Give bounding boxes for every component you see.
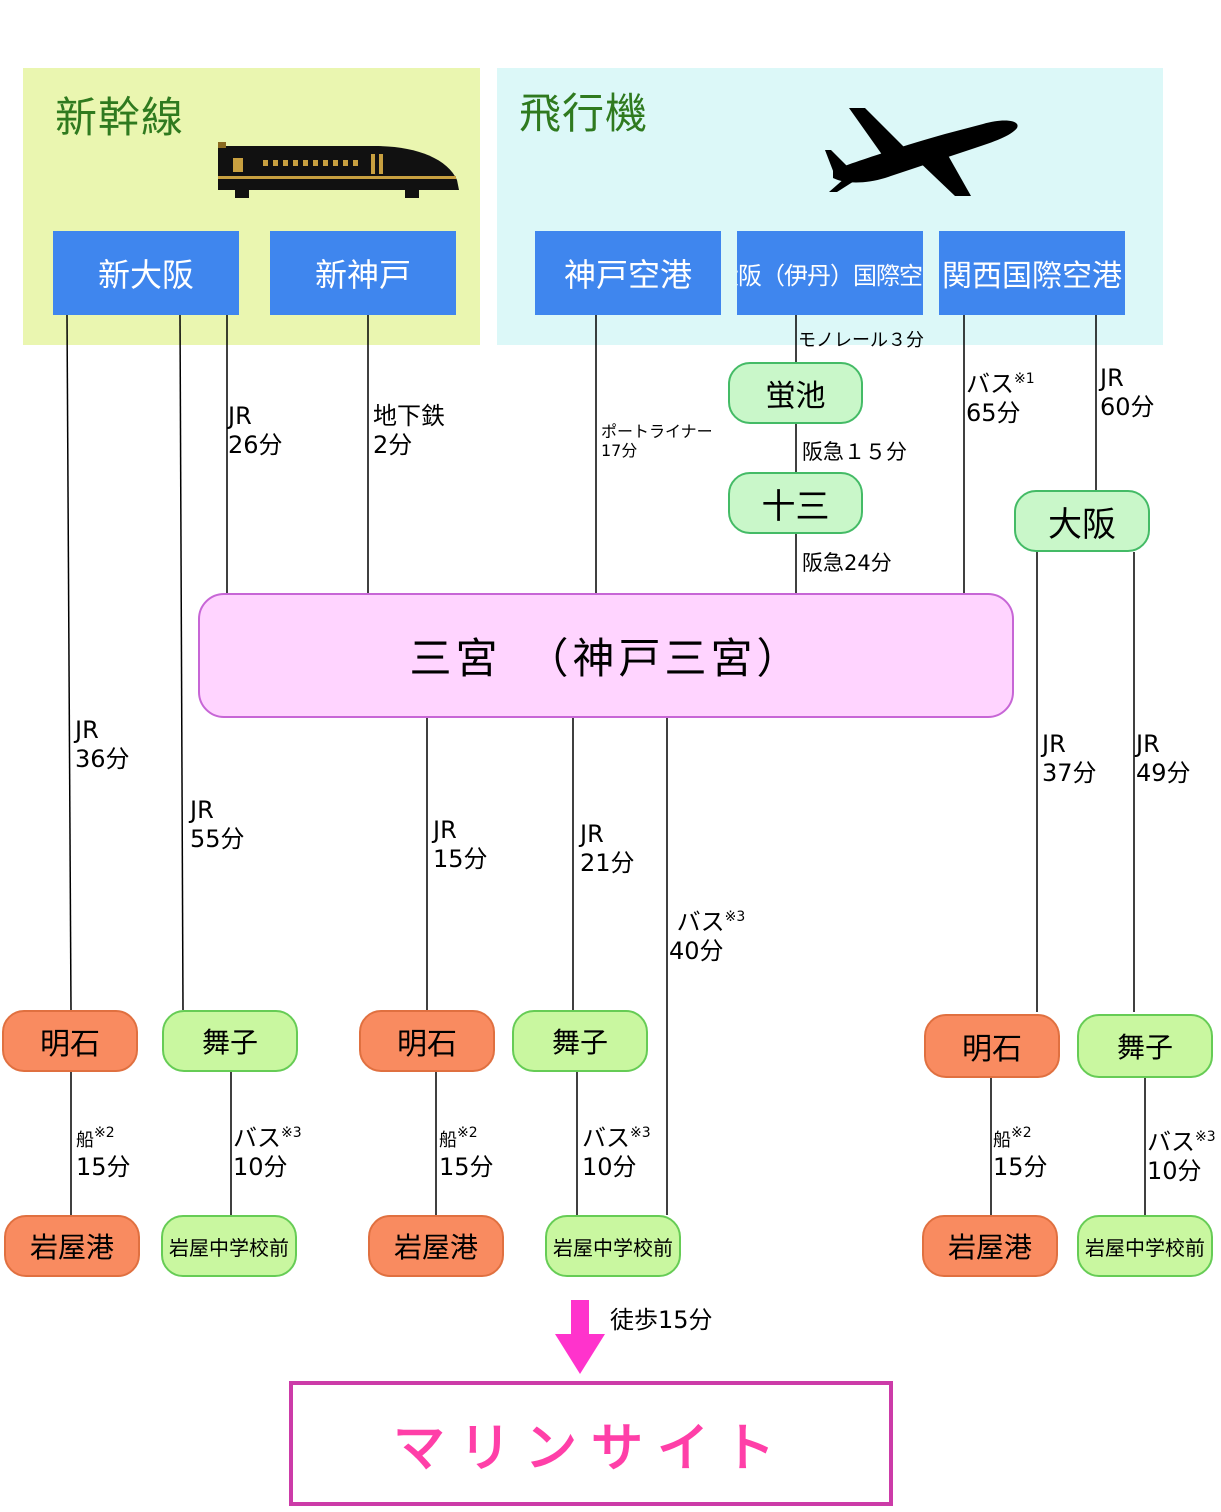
route-jr-55-time: 55分 — [190, 824, 245, 853]
route-ship-1: 船※2 15分 — [76, 1124, 131, 1182]
route-jr-21-time: 21分 — [580, 848, 635, 877]
route-jr-15-time: 15分 — [433, 844, 488, 873]
route-bus-10-1: バス※3 10分 — [233, 1124, 302, 1182]
route-ship-3-time: 15分 — [993, 1152, 1048, 1181]
airplane-panel: 飛行機 神戸空港 大阪（伊丹）国際空港 関西国際空港 — [497, 68, 1163, 345]
shinkansen-title: 新幹線 — [55, 93, 185, 142]
bullet-train-icon — [218, 142, 459, 198]
route-ship-3-note: ※2 — [1011, 1125, 1032, 1141]
route-bus-40: バス※3 40分 — [669, 908, 745, 966]
route-ship-2-mode: 船 — [439, 1130, 457, 1151]
route-bus-40-time: 40分 — [669, 936, 724, 965]
route-jr-49: JR 49分 — [1136, 730, 1191, 788]
route-bus-10-3-note: ※3 — [1195, 1129, 1216, 1145]
route-ship-2-time: 15分 — [439, 1152, 494, 1181]
route-jr-60-mode: JR — [1100, 364, 1124, 392]
route-jr-21-mode: JR — [580, 820, 604, 848]
down-arrow-icon — [555, 1300, 605, 1374]
stop-maiko-1[interactable]: 舞子 — [162, 1010, 298, 1072]
route-bus-40-note: ※3 — [724, 909, 746, 925]
stop-akashi-1[interactable]: 明石 — [2, 1010, 138, 1072]
route-jr-21: JR 21分 — [580, 820, 635, 878]
shinkansen-panel: 新幹線 新大阪 新神戸 — [23, 68, 480, 345]
route-ship-3: 船※2 15分 — [993, 1124, 1048, 1182]
station-shin-kobe[interactable]: 新神戸 — [270, 231, 456, 315]
route-ship-1-mode: 船 — [76, 1130, 94, 1151]
route-bus-10-3-mode: バス — [1147, 1128, 1195, 1156]
route-ship-3-mode: 船 — [993, 1130, 1011, 1151]
route-hankyu-15: 阪急１５分 — [802, 440, 907, 464]
route-jr-60: JR 60分 — [1100, 364, 1155, 422]
route-jr-60-time: 60分 — [1100, 392, 1155, 421]
route-portliner-time: 17分 — [601, 441, 638, 461]
route-bus-10-3: バス※3 10分 — [1147, 1128, 1216, 1186]
route-jr-36: JR 36分 — [75, 716, 130, 774]
stop-iwaya-port-2[interactable]: 岩屋港 — [368, 1215, 504, 1277]
station-shin-osaka[interactable]: 新大阪 — [53, 231, 239, 315]
stop-iwaya-school-2[interactable]: 岩屋中学校前 — [545, 1215, 681, 1277]
airplane-icon — [825, 108, 1018, 196]
route-subway-time: 2分 — [373, 430, 413, 459]
route-bus-10-2: バス※3 10分 — [582, 1124, 651, 1182]
station-osaka[interactable]: 大阪 — [1014, 490, 1150, 552]
stop-iwaya-port-1[interactable]: 岩屋港 — [4, 1215, 140, 1277]
route-bus-65: バス※1 65分 — [966, 370, 1035, 428]
route-ship-2: 船※2 15分 — [439, 1124, 494, 1182]
hub-sannomiya[interactable]: 三宮 （神戸三宮） — [198, 593, 1014, 718]
stop-iwaya-school-1[interactable]: 岩屋中学校前 — [161, 1215, 297, 1277]
stop-iwaya-port-3[interactable]: 岩屋港 — [922, 1215, 1058, 1277]
station-hotarugaike[interactable]: 蛍池 — [728, 362, 863, 424]
station-kansai-airport[interactable]: 関西国際空港 — [939, 231, 1125, 315]
route-walk: 徒歩15分 — [610, 1306, 713, 1334]
route-bus-10-1-note: ※3 — [281, 1125, 302, 1141]
route-jr-55-mode: JR — [190, 796, 214, 824]
airplane-title: 飛行機 — [519, 89, 649, 138]
route-jr-26-time: 26分 — [228, 430, 283, 459]
stop-akashi-3[interactable]: 明石 — [924, 1014, 1060, 1078]
destination-marine-site[interactable]: マリンサイト — [289, 1381, 893, 1506]
route-jr-36-time: 36分 — [75, 744, 130, 773]
route-jr-49-time: 49分 — [1136, 758, 1191, 787]
station-kobe-airport[interactable]: 神戸空港 — [535, 231, 721, 315]
route-bus-65-note: ※1 — [1014, 371, 1035, 387]
route-bus-40-mode: バス — [676, 908, 725, 936]
route-bus-10-1-time: 10分 — [233, 1152, 288, 1181]
route-ship-1-time: 15分 — [76, 1152, 131, 1181]
route-jr-26-mode: JR — [228, 402, 252, 430]
route-jr-49-mode: JR — [1136, 730, 1160, 758]
route-bus-65-mode: バス — [966, 370, 1014, 398]
route-bus-65-time: 65分 — [966, 398, 1021, 427]
route-jr-37: JR 37分 — [1042, 730, 1097, 788]
route-ship-1-note: ※2 — [94, 1125, 115, 1141]
stop-maiko-2[interactable]: 舞子 — [512, 1010, 648, 1072]
stop-akashi-2[interactable]: 明石 — [359, 1010, 495, 1072]
route-subway-mode: 地下鉄 — [373, 402, 445, 430]
route-monorail: モノレール３分 — [798, 330, 924, 351]
route-portliner: ポートライナー 17分 — [601, 422, 713, 460]
route-jr-37-mode: JR — [1042, 730, 1066, 758]
route-jr-36-mode: JR — [75, 716, 99, 744]
station-juso[interactable]: 十三 — [728, 472, 863, 534]
route-bus-10-2-time: 10分 — [582, 1152, 637, 1181]
route-jr-26: JR 26分 — [228, 402, 283, 460]
route-jr-55: JR 55分 — [190, 796, 245, 854]
stop-iwaya-school-3[interactable]: 岩屋中学校前 — [1077, 1215, 1213, 1277]
station-itami-airport[interactable]: 大阪（伊丹）国際空港 — [737, 231, 923, 315]
route-bus-10-1-mode: バス — [233, 1124, 281, 1152]
route-bus-10-3-time: 10分 — [1147, 1156, 1202, 1185]
route-hankyu-24: 阪急24分 — [802, 551, 892, 575]
route-subway: 地下鉄 2分 — [373, 402, 445, 460]
route-portliner-mode: ポートライナー — [601, 422, 713, 441]
route-jr-15: JR 15分 — [433, 816, 488, 874]
route-ship-2-note: ※2 — [457, 1125, 478, 1141]
route-bus-10-2-note: ※3 — [630, 1125, 651, 1141]
stop-maiko-3[interactable]: 舞子 — [1077, 1014, 1213, 1078]
route-bus-10-2-mode: バス — [582, 1124, 630, 1152]
route-jr-15-mode: JR — [433, 816, 457, 844]
route-jr-37-time: 37分 — [1042, 758, 1097, 787]
